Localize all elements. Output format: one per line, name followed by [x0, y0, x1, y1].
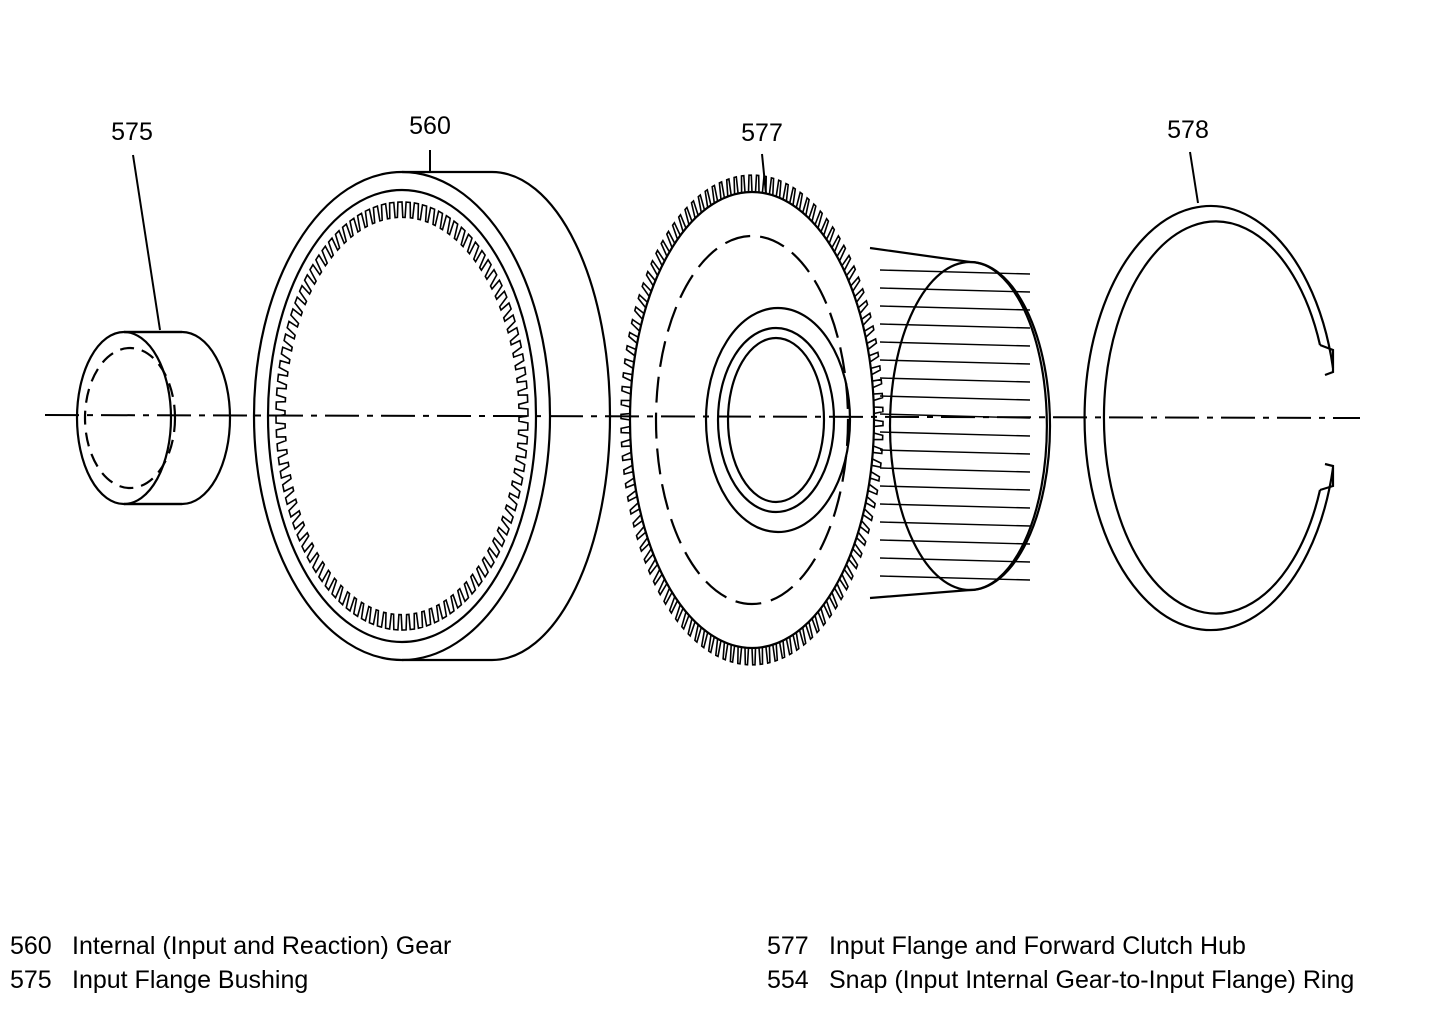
- input-flange-bushing-575: [75, 330, 232, 506]
- legend-description: Snap (Input Internal Gear-to-Input Flang…: [829, 966, 1355, 994]
- center-axis-line: [44, 414, 1361, 419]
- legend-number: 577: [767, 932, 809, 960]
- hub-spline-line: [879, 305, 1031, 311]
- hub-spline-line: [879, 539, 1031, 545]
- hub-spline-line: [879, 395, 1031, 401]
- hub-spline-line: [879, 575, 1031, 581]
- legend-item: 560 Internal (Input and Reaction) Gear: [10, 932, 451, 961]
- hub-spline-line: [879, 449, 1031, 455]
- hub-spline-line: [879, 287, 1031, 293]
- legend-description: Input Flange Bushing: [72, 966, 309, 994]
- callout-575: 575: [111, 118, 153, 146]
- legend-description: Internal (Input and Reaction) Gear: [72, 932, 452, 960]
- hub-spline-line: [879, 521, 1031, 527]
- gear-teeth-outline: [620, 174, 884, 666]
- callout-560: 560: [409, 112, 451, 140]
- leader-lines: [132, 150, 1199, 331]
- leader-575: [132, 154, 161, 331]
- legend-description: Input Flange and Forward Clutch Hub: [829, 932, 1246, 960]
- hub-spline-line: [879, 377, 1031, 383]
- callout-578: 578: [1167, 116, 1209, 144]
- snap-ring-578: [1083, 204, 1335, 632]
- legend-number: 575: [10, 966, 52, 994]
- callout-577: 577: [741, 119, 783, 147]
- hub-spline-line: [879, 359, 1031, 365]
- gear-teeth-outline: [275, 201, 529, 631]
- hub-spline-line: [879, 269, 1031, 275]
- legend-item: 577 Input Flange and Forward Clutch Hub: [767, 932, 1246, 961]
- legend-item: 575 Input Flange Bushing: [10, 966, 308, 995]
- hub-spline-line: [879, 557, 1031, 563]
- hub-spline-line: [879, 341, 1031, 347]
- hub-spline-line: [879, 503, 1031, 509]
- legend-item: 554 Snap (Input Internal Gear-to-Input Fl…: [767, 966, 1354, 995]
- external-gear-teeth: [620, 174, 884, 666]
- leader-578: [1189, 151, 1199, 204]
- hub-spline-line: [879, 431, 1031, 437]
- hub-spline-line: [879, 413, 1031, 419]
- hub-splines: [879, 269, 1031, 581]
- legend-number: 560: [10, 932, 52, 960]
- hub-spline-line: [879, 323, 1031, 329]
- internal-gear-560: [252, 170, 612, 662]
- hub-spline-line: [879, 485, 1031, 491]
- legend-number: 554: [767, 966, 809, 994]
- internal-gear-teeth: [275, 201, 529, 631]
- hub-spline-line: [879, 467, 1031, 473]
- input-flange-hub-577: [620, 174, 1052, 666]
